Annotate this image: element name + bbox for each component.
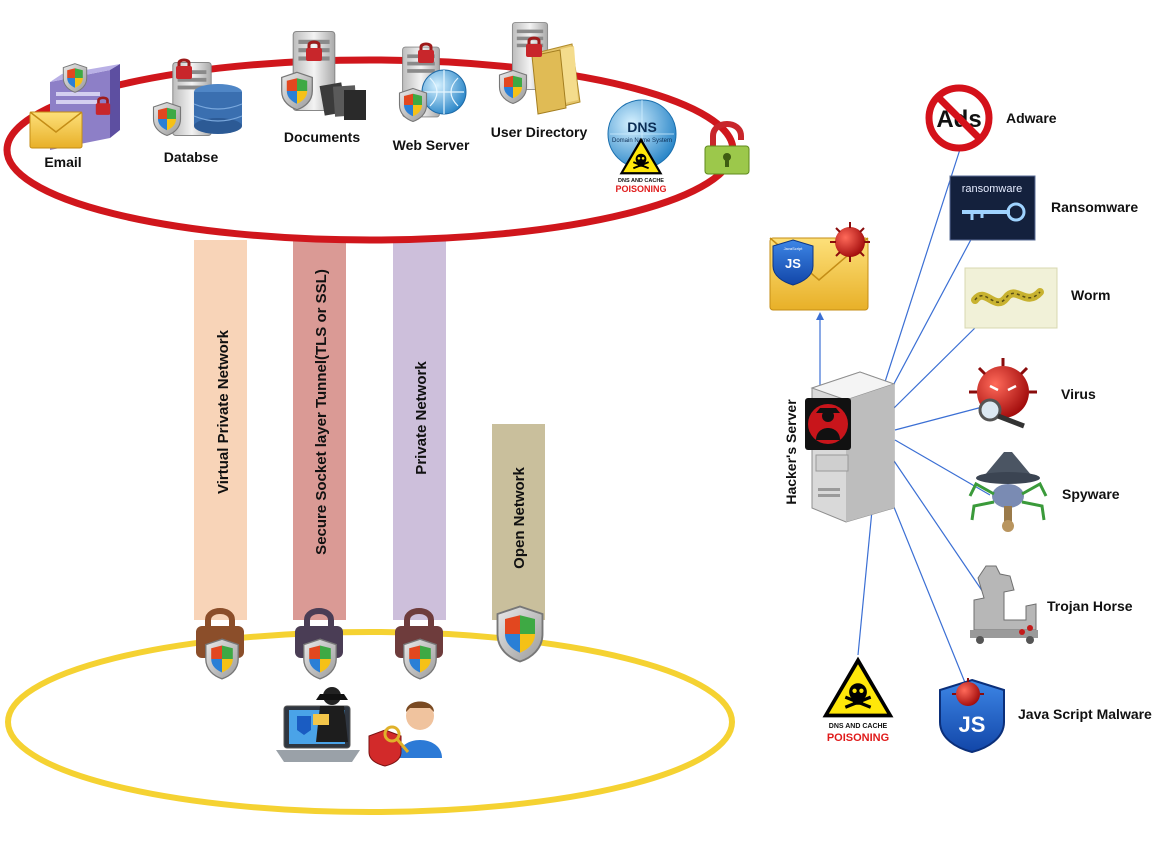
threat-label-spyware: Spyware [1062,486,1120,502]
worm-icon [964,267,1058,329]
tunnel-label-ssl: Secure Socket layer Tunnel(TLS or SSL) [313,269,330,555]
link-dns-poison [857,499,874,656]
threat-label-js-malware: Java Script Malware [1018,706,1152,722]
web-server-icon [398,42,467,123]
link-trojan [889,454,986,596]
link-ransomware [887,231,976,396]
user-key-icon [368,701,442,767]
hacker-dns-line1: DNS AND CACHE [829,723,888,730]
private-lock-icon [395,611,443,680]
threat-label-virus: Virus [1061,386,1096,402]
virus-icon [969,358,1037,429]
server-label-email: Email [44,154,81,170]
database-server-icon [152,58,243,137]
link-worm [891,319,984,411]
hacker-server-icon [805,371,896,523]
threat-label-worm: Worm [1071,287,1110,303]
dns-badge-line1: DNS AND CACHE [618,178,664,184]
js-malware-badge: JS [959,712,986,737]
infected-email-icon: JS JavaScript [769,222,870,311]
server-label-documents: Documents [284,129,360,145]
no-ads-icon: Ads [925,84,993,152]
dns-badge-line2: POISONING [615,184,666,194]
server-label-user-directory: User Directory [491,124,588,140]
open-padlock-icon [704,121,750,175]
client-ring [5,629,735,815]
threat-label-adware: Adware [1006,110,1057,126]
link-virus [894,404,991,431]
server-label-web-server: Web Server [393,137,470,153]
tunnel-bar-vpn [194,240,247,620]
tunnel-label-private: Private Network [413,361,430,475]
email-js-badge: JS [785,256,801,271]
user-directory-icon [498,22,581,115]
link-js-malware [882,479,969,691]
vpn-lock-icon [196,611,244,680]
spyware-icon [968,452,1048,532]
threat-label-ransomware: Ransomware [1051,199,1138,215]
ransomware-badge: ransomware [962,183,1023,195]
hacker-server-label: Hacker's Server [783,399,799,505]
tunnel-locks [196,605,544,680]
ssl-lock-icon [295,611,343,680]
tunnel-bar-private [393,240,446,620]
email-server-icon [29,63,120,150]
js-malware-icon: JS [939,678,1005,754]
open-network-shield-icon [496,605,544,663]
trojan-horse-icon [970,565,1038,644]
tunnel-bar-ssl [293,240,346,620]
ransomware-icon: ransomware [949,175,1036,241]
tunnel-label-vpn: Virtual Private Network [215,329,232,494]
hacker-dns-poison-icon: DNS AND CACHE POISONING [820,655,896,744]
tunnels: Virtual Private Network Secure Socket la… [194,240,545,620]
dns-poisoning-icon: DNS Domain Name System DNS AND CACHE POI… [607,99,677,194]
threat-label-trojan: Trojan Horse [1047,598,1133,614]
arrow-head-email [816,312,824,320]
email-js-caption: JavaScript [784,246,804,251]
hacker-dns-line2: POISONING [827,732,889,744]
tunnel-bar-open [492,424,545,620]
tunnel-label-open: Open Network [511,467,528,569]
dns-title: DNS [627,119,657,135]
server-label-database: Databse [164,149,219,165]
laptop-hacker-icon [276,687,360,762]
documents-server-icon [281,30,366,120]
